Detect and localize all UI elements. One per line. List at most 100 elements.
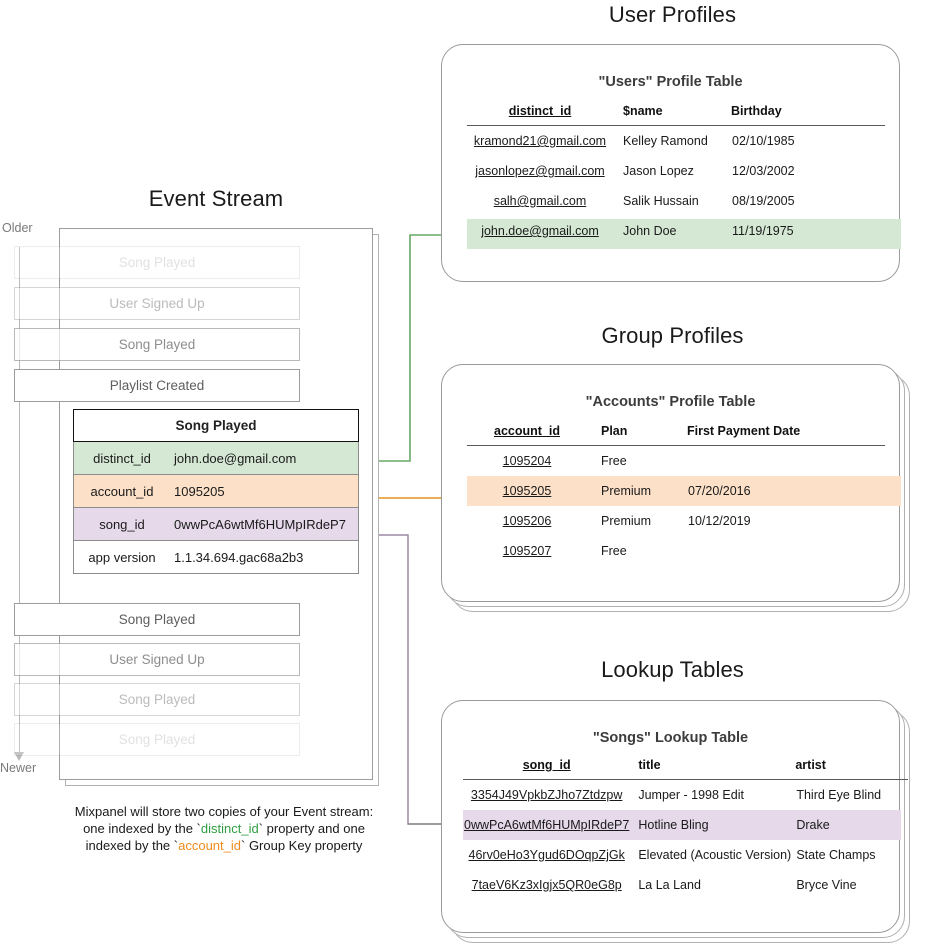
table-row-highlighted[interactable]: 1095205 Premium 07/20/2016 [467, 476, 885, 506]
cell-first-payment-date: 07/20/2016 [688, 484, 751, 498]
property-key: song_id [99, 516, 145, 532]
table-row[interactable]: kramond21@gmail.com Kelley Ramond 02/10/… [467, 126, 885, 156]
property-value: 1095205 [174, 483, 225, 499]
caption-line2-pre: one indexed by the ` [83, 821, 201, 836]
table-row-highlighted[interactable]: john.doe@gmail.com John Doe 11/19/1975 [467, 216, 885, 246]
event-item[interactable]: Song Played [14, 246, 300, 279]
user-profiles-card-stack: "Users" Profile Table distinct_id $name … [441, 44, 906, 287]
property-key: account_id [90, 483, 154, 499]
cell-song-id: 3354J49VpkbZJho7Ztdzpw [470, 788, 623, 802]
cell-distinct-id: kramond21@gmail.com [473, 134, 607, 148]
cell-birthday: 02/10/1985 [732, 134, 795, 148]
cell-birthday: 08/19/2005 [732, 194, 795, 208]
users-col-name: $name [623, 104, 663, 118]
event-label: User Signed Up [109, 296, 205, 311]
songs-table: song_id title artist 3354J49VpkbZJho7Ztd… [463, 758, 908, 900]
timeline-axis [19, 247, 20, 759]
event-item[interactable]: User Signed Up [14, 643, 300, 676]
cell-birthday: 11/19/1975 [732, 224, 794, 238]
group-profiles-section-title: Group Profiles [601, 323, 744, 348]
lookup-tables-card-stack: "Songs" Lookup Table song_id title artis… [441, 700, 911, 950]
accounts-table: account_id Plan First Payment Date 10952… [467, 424, 885, 566]
songs-card-title: "Songs" Lookup Table [592, 730, 749, 746]
cell-name: Jason Lopez [623, 164, 694, 178]
cell-plan: Premium [601, 514, 652, 528]
cell-plan: Free [601, 544, 627, 558]
users-col-distinct-id: distinct_id [508, 104, 572, 118]
cell-name: John Doe [623, 224, 677, 238]
cell-plan: Premium [601, 484, 652, 498]
accounts-col-plan: Plan [601, 424, 628, 438]
event-stream-title: Event Stream [148, 186, 284, 211]
property-value: 0wwPcA6wtMf6HUMpIRdeP7 [174, 516, 346, 532]
event-label: Song Played [118, 255, 196, 270]
lookup-tables-section-title: Lookup Tables [601, 657, 744, 682]
users-highlight-band [467, 219, 901, 249]
table-row[interactable]: jasonlopez@gmail.com Jason Lopez 12/03/2… [467, 156, 885, 186]
property-value: john.doe@gmail.com [174, 450, 297, 466]
table-row[interactable]: 7taeV6Kz3xIgjx5QR0eG8p La La Land Bryce … [463, 870, 908, 900]
property-key: app version [88, 549, 156, 565]
cell-artist: Bryce Vine [796, 878, 857, 892]
caption-line3-pre: indexed by the ` [85, 838, 179, 853]
event-label: Song Played [118, 612, 196, 627]
event-item[interactable]: User Signed Up [14, 287, 300, 320]
table-row[interactable]: 3354J49VpkbZJho7Ztdzpw Jumper - 1998 Edi… [463, 780, 908, 810]
cell-account-id: 1095207 [502, 544, 552, 558]
cell-name: Kelley Ramond [623, 134, 708, 148]
cell-plan: Free [601, 454, 627, 468]
users-card-title: "Users" Profile Table [598, 74, 743, 90]
property-value: 1.1.34.694.gac68a2b3 [174, 549, 304, 565]
accounts-col-account-id: account_id [494, 424, 560, 438]
selected-event-name: Song Played [73, 409, 359, 442]
accounts-header-rule [467, 445, 885, 446]
event-item[interactable]: Song Played [14, 723, 300, 756]
caption-distinct-id: distinct_id [200, 821, 259, 836]
cell-artist: Drake [796, 818, 830, 832]
accounts-card-title: "Accounts" Profile Table [585, 394, 756, 410]
event-property-account-id: account_id 1095205 [73, 475, 359, 508]
event-property-app-version: app version 1.1.34.694.gac68a2b3 [73, 541, 359, 574]
caption-line3-post: ` Group Key property [241, 838, 363, 853]
group-profiles-card-stack: "Accounts" Profile Table account_id Plan… [441, 364, 911, 614]
cell-title: Elevated (Acoustic Version) [638, 848, 792, 862]
caption-line-1: Mixpanel will store two copies of your E… [74, 804, 374, 819]
timeline-label-older: Older [2, 221, 33, 235]
table-row[interactable]: 1095206 Premium 10/12/2019 [467, 506, 885, 536]
cell-first-payment-date: 10/12/2019 [688, 514, 751, 528]
event-item[interactable]: Playlist Created [14, 369, 300, 402]
table-row[interactable]: 46rv0eHo3Ygud6DOqpZjGk Elevated (Acousti… [463, 840, 908, 870]
cell-title: Jumper - 1998 Edit [638, 788, 744, 802]
table-row-highlighted[interactable]: 0wwPcA6wtMf6HUMpIRdeP7 Hotline Bling Dra… [463, 810, 908, 840]
songs-header-rule [463, 779, 908, 780]
cell-account-id: 1095205 [502, 484, 552, 498]
songs-table-header-row: song_id title artist [463, 758, 908, 779]
songs-col-song-id: song_id [522, 758, 571, 772]
accounts-table-header-row: account_id Plan First Payment Date [467, 424, 885, 445]
cell-artist: State Champs [796, 848, 876, 862]
cell-birthday: 12/03/2002 [732, 164, 795, 178]
event-item[interactable]: Song Played [14, 683, 300, 716]
table-row[interactable]: salh@gmail.com Salik Hussain 08/19/2005 [467, 186, 885, 216]
caption-line2-post: ` property and one [258, 821, 365, 836]
event-item[interactable]: Song Played [14, 328, 300, 361]
users-col-birthday: Birthday [731, 104, 782, 118]
cell-name: Salik Hussain [623, 194, 699, 208]
event-label: Song Played [118, 732, 196, 747]
event-label: Song Played [118, 692, 196, 707]
caption-line-3: indexed by the `account_id` Group Key pr… [28, 837, 420, 854]
table-row[interactable]: 1095207 Free [467, 536, 885, 566]
accounts-highlight-band [467, 476, 901, 506]
cell-distinct-id: jasonlopez@gmail.com [475, 164, 605, 178]
user-profiles-section-title: User Profiles [608, 2, 737, 27]
users-table-header-row: distinct_id $name Birthday [467, 104, 885, 125]
table-row[interactable]: 1095204 Free [467, 446, 885, 476]
cell-song-id: 46rv0eHo3Ygud6DOqpZjGk [468, 848, 625, 862]
users-header-rule [467, 125, 885, 126]
selected-event-card[interactable]: Song Played distinct_id john.doe@gmail.c… [73, 409, 359, 574]
property-key: distinct_id [93, 450, 151, 466]
accounts-col-first-payment-date: First Payment Date [687, 424, 801, 438]
event-item[interactable]: Song Played [14, 603, 300, 636]
cell-account-id: 1095204 [502, 454, 552, 468]
